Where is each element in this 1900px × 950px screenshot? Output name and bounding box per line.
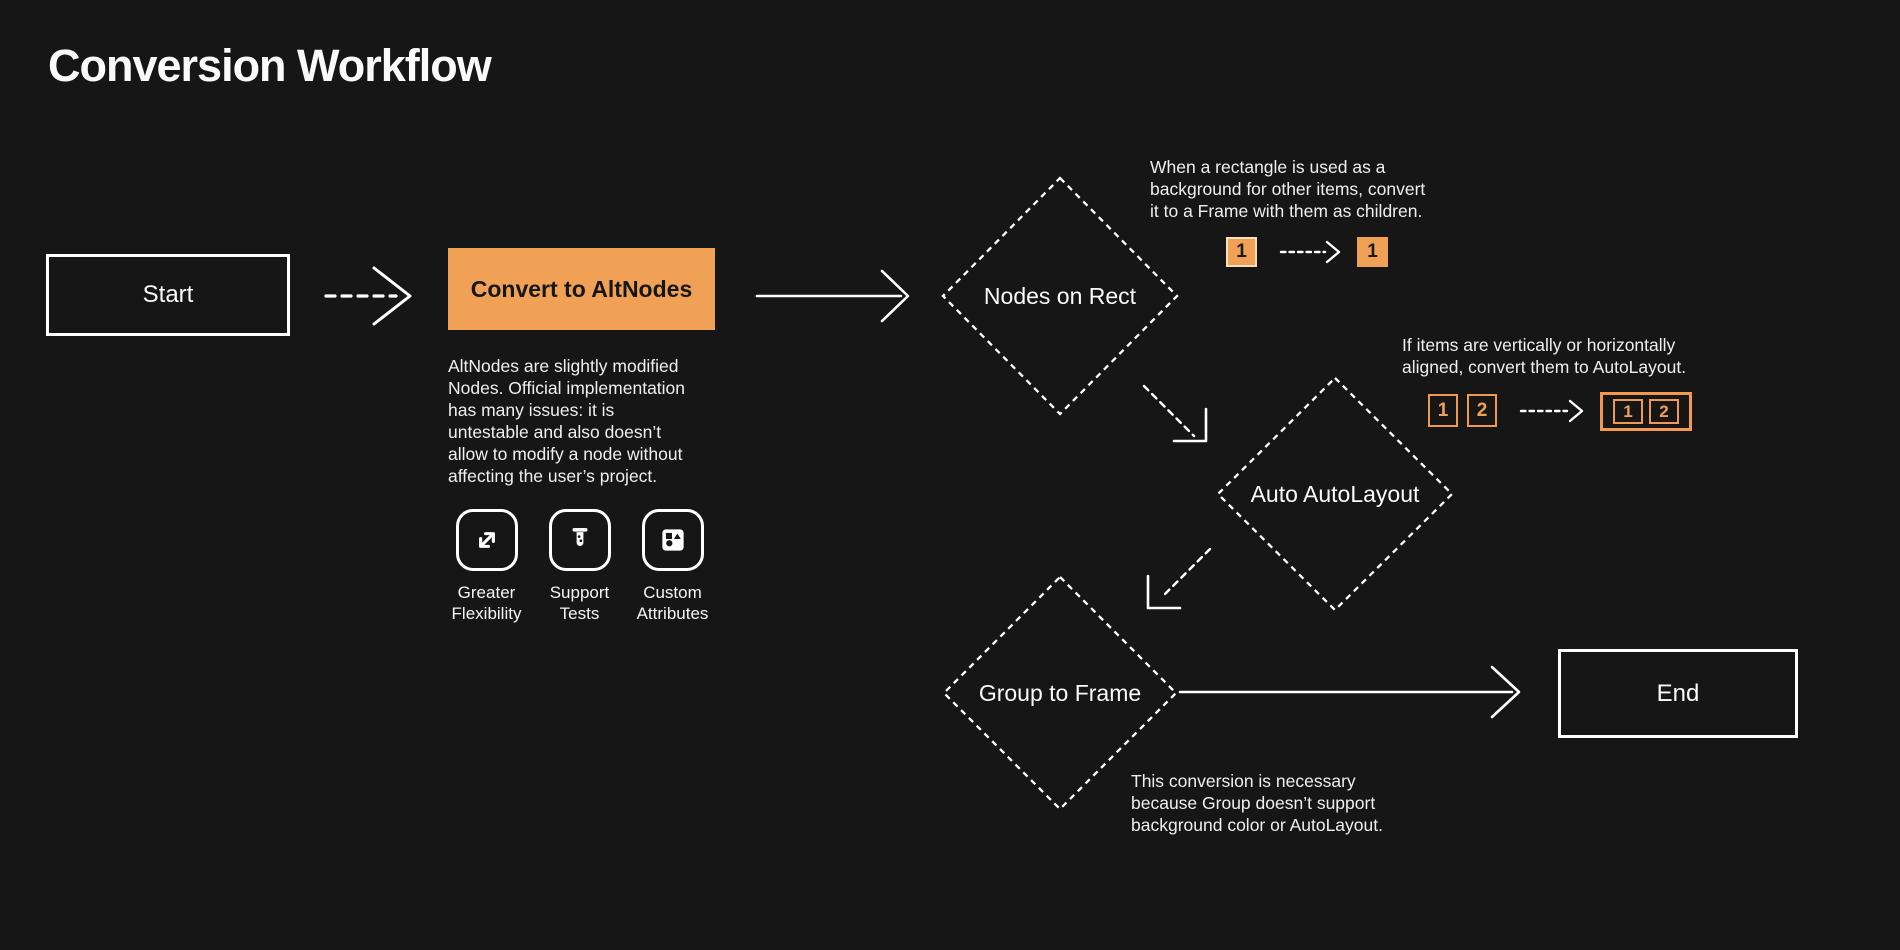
rect-item-before: 1 <box>1226 237 1257 267</box>
autolayout-item-1: 1 <box>1428 394 1458 427</box>
rect-to-frame-note: When a rectangle is used as a background… <box>1150 157 1426 221</box>
autolayout-item-2: 2 <box>1467 394 1497 427</box>
group-to-frame-note: This conversion is necessary because Gro… <box>1131 771 1383 835</box>
altnodes-description: AltNodes are slightly modified Nodes. Of… <box>448 356 686 486</box>
feature-label: Greater Flexibility <box>451 583 522 623</box>
feature-custom-attributes: Custom Attributes <box>627 509 718 624</box>
group-to-frame-label: Group to Frame <box>978 680 1142 706</box>
feature-label: Support Tests <box>549 583 610 623</box>
arrow-auto-to-group <box>1146 547 1212 610</box>
convert-node-label: Convert to AltNodes <box>470 275 693 302</box>
shapes-icon <box>641 509 704 571</box>
arrow-nodes-to-auto <box>1142 384 1208 443</box>
arrow-start-to-convert <box>324 266 412 326</box>
autolayout-grouped-item-1: 1 <box>1613 399 1643 424</box>
nodes-on-rect-diamond <box>941 176 1179 416</box>
altnodes-features: Greater Flexibility Support Tests <box>441 509 718 624</box>
expand-icon <box>455 509 518 571</box>
page-title: Conversion Workflow <box>48 40 492 91</box>
feature-support-tests: Support Tests <box>534 509 625 624</box>
feature-label: Custom Attributes <box>636 583 709 623</box>
convert-to-altnodes-node: Convert to AltNodes <box>448 248 715 330</box>
arrow-convert-to-nodes <box>755 269 910 323</box>
end-node: End <box>1558 649 1798 738</box>
frame-item-after: 1 <box>1357 237 1388 267</box>
arrow-annotation-rect <box>1279 240 1341 264</box>
auto-autolayout-label: Auto AutoLayout <box>1250 481 1420 507</box>
arrow-annotation-autolayout <box>1519 399 1584 423</box>
autolayout-grouped-item-2: 2 <box>1649 399 1679 424</box>
end-node-label: End <box>1656 679 1700 707</box>
start-node-label: Start <box>142 281 194 308</box>
nodes-on-rect-label: Nodes on Rect <box>983 283 1137 309</box>
arrow-group-to-end <box>1178 665 1521 719</box>
autolayout-note: If items are vertically or horizontally … <box>1402 335 1687 377</box>
test-tube-icon <box>548 509 611 571</box>
feature-greater-flexibility: Greater Flexibility <box>441 509 532 624</box>
start-node: Start <box>46 254 290 336</box>
autolayout-group-box: 1 2 <box>1600 392 1692 431</box>
